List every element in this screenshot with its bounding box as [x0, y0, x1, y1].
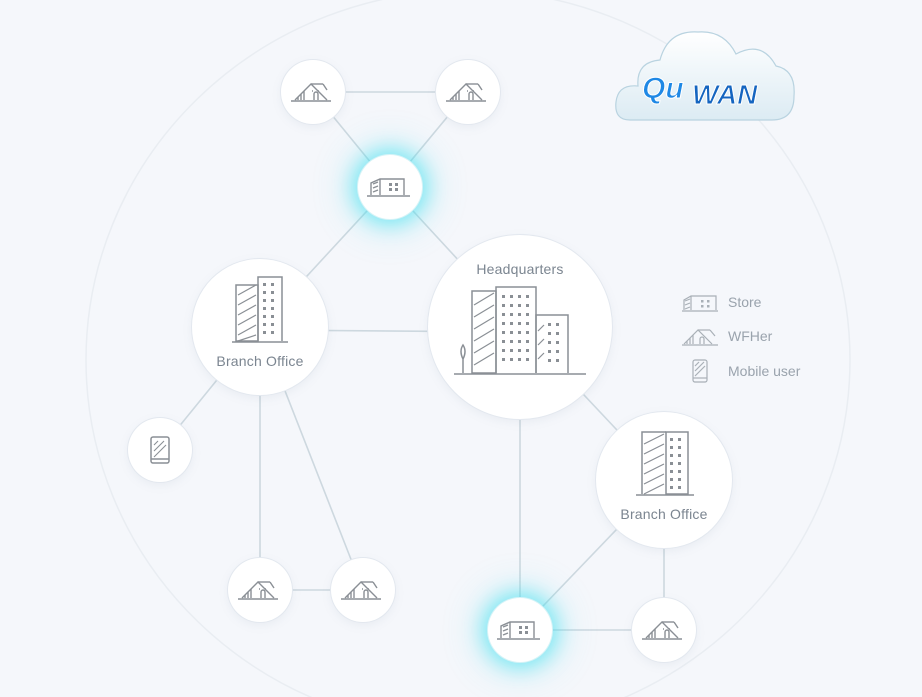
mobile-user-node[interactable] [128, 418, 192, 482]
headquarters-node[interactable]: Headquarters [428, 235, 612, 419]
store-icon [682, 295, 718, 312]
logo-text-wan: WAN [692, 79, 758, 110]
store-node[interactable] [488, 598, 552, 662]
headquarters-label: Headquarters [476, 261, 564, 277]
wfher-node[interactable] [281, 60, 345, 124]
wfher-node[interactable] [331, 558, 395, 622]
office-building-icon [636, 431, 694, 496]
wfher-node[interactable] [436, 60, 500, 124]
branch-office-node[interactable]: Branch Office [192, 259, 328, 395]
branch-office-label: Branch Office [620, 506, 708, 522]
wfher-icon [341, 581, 381, 600]
wfher-icon [238, 581, 278, 600]
wfher-icon [291, 83, 331, 102]
quwan-logo: Qu WAN [612, 22, 798, 128]
wfher-icon [642, 621, 682, 640]
hq-windows [502, 295, 559, 362]
mobile-phone-icon [150, 436, 170, 464]
wfher-icon [446, 83, 486, 102]
store-icon [367, 178, 410, 197]
branch-office-node[interactable]: Branch Office [596, 412, 732, 548]
store-node[interactable] [358, 155, 422, 219]
legend-item-wfher: WFHer [682, 324, 772, 348]
legend-label: WFHer [728, 328, 773, 344]
legend-label: Store [728, 294, 762, 310]
store-icon [497, 621, 540, 640]
wfher-node[interactable] [632, 598, 696, 662]
logo-text-qu: Qu [642, 72, 684, 105]
mobile-user-icon [692, 359, 708, 383]
wfher-node[interactable] [228, 558, 292, 622]
branch-office-label: Branch Office [216, 353, 304, 369]
headquarters-building-icon [454, 286, 586, 375]
office-building-icon [232, 276, 288, 343]
wfher-icon [682, 329, 718, 346]
legend-item-store: Store [682, 290, 761, 314]
legend-label: Mobile user [728, 363, 801, 379]
legend-item-mobile-user: Mobile user [682, 358, 800, 384]
